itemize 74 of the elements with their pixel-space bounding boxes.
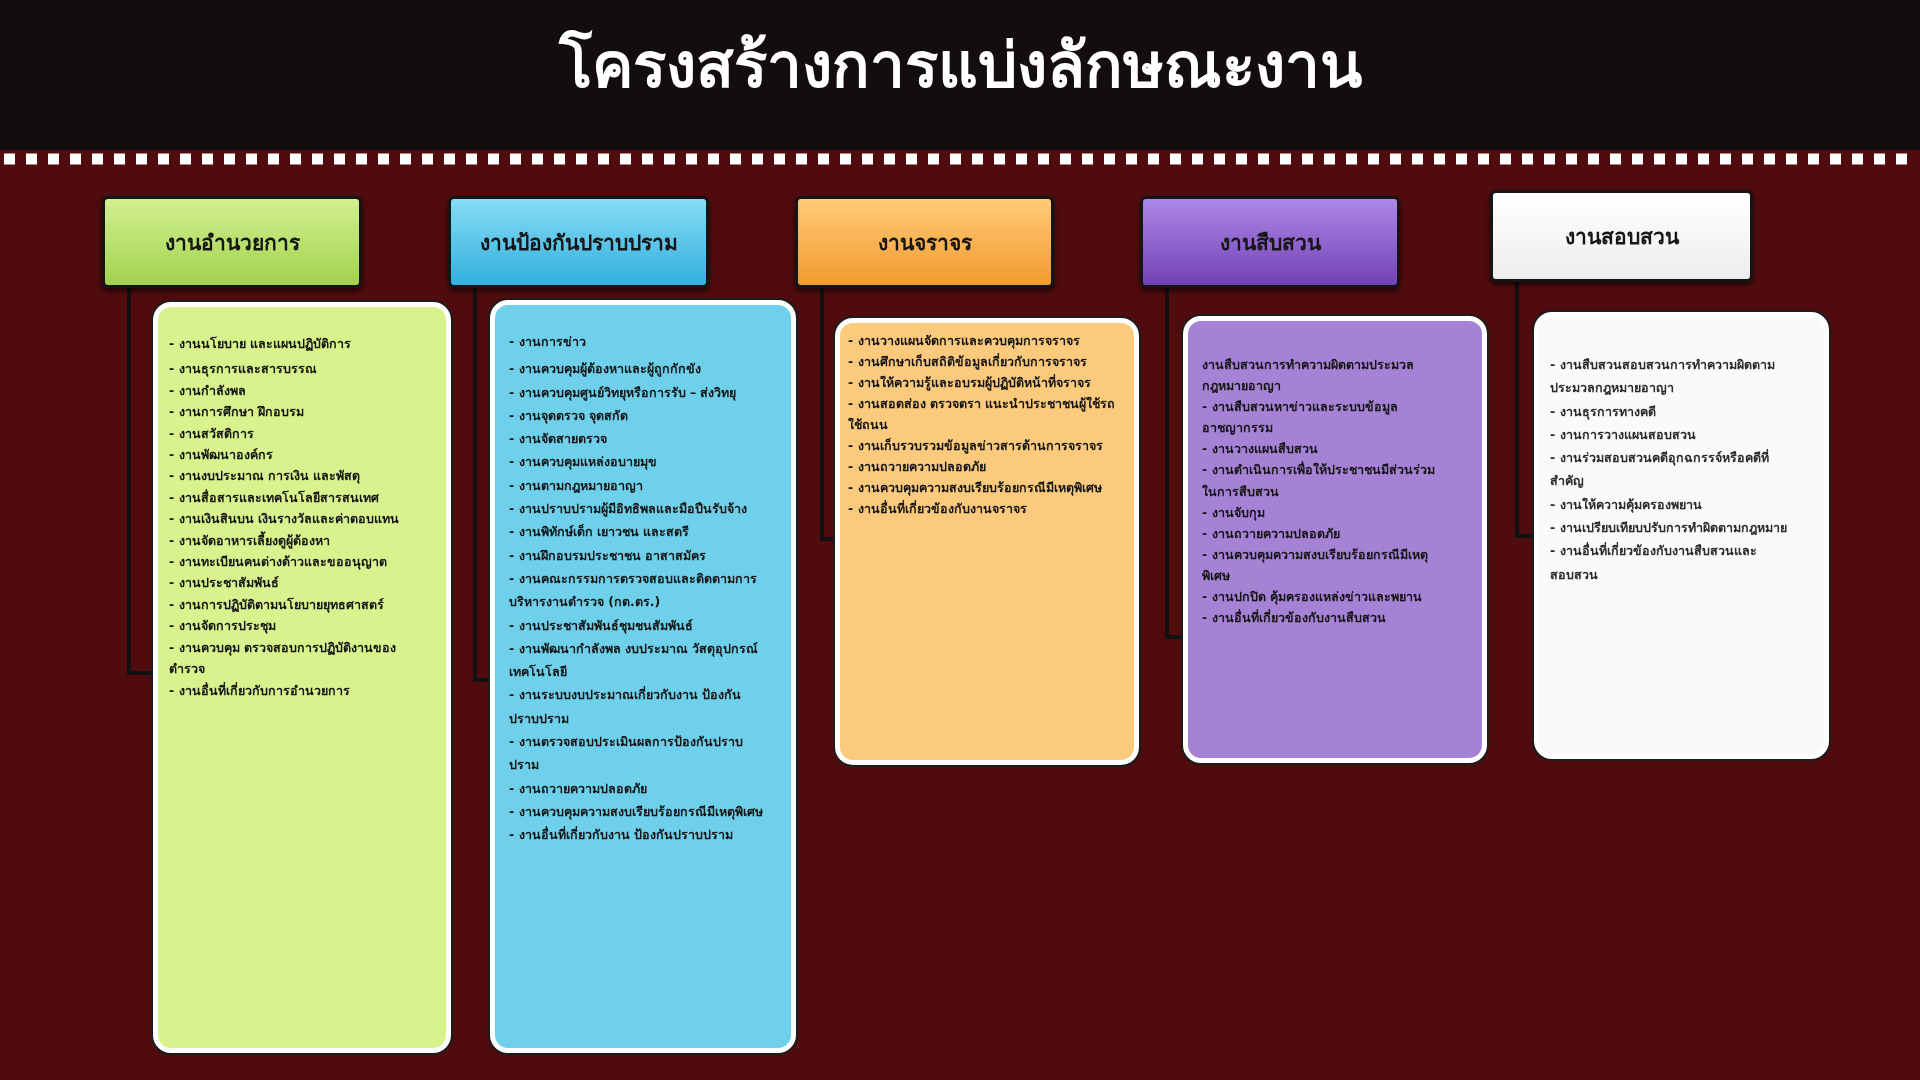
list-item: - งานอื่นที่เกี่ยวข้องกับงานจราจร — [848, 499, 1027, 518]
list-item: - งานจัดการประชุม — [169, 617, 276, 636]
list-item: - งานปกปิด คุ้มครองแหล่งข่าวและพยาน — [1202, 588, 1422, 607]
list-item: - งานพัฒนาองค์กร — [169, 446, 273, 465]
list-item: - งานคณะกรรมการตรวจสอบและติดตามการบริหารงานตำรวจ (กต.ตร.) — [509, 569, 758, 612]
list-item: - งานดำเนินการเพื่อให้ประชาชนมีส่วนร่วมในการสืบสวน — [1202, 460, 1436, 501]
task-list-panel — [1183, 316, 1487, 763]
list-item: - งานสืบสวนสอบสวนการทำความผิดตามประมวลกฎหมายอาญา — [1550, 356, 1776, 398]
category-header: งานป้องกันปราบปราม — [448, 196, 709, 288]
list-item: - งานควบคุม ตรวจสอบการปฏิบัติงานของตำรวจ — [169, 638, 397, 679]
list-item: - งานการข่าว — [509, 333, 586, 351]
list-item: - งานอื่นที่เกี่ยวกับการอำนวยการ — [169, 681, 350, 700]
list-item: - งานพัฒนากำลังพล งบประมาณ วัสดุอุปกรณ์เทคโนโลยี — [509, 639, 760, 682]
page-title: โครงสร้างการแบ่งลักษณะงาน — [558, 28, 1362, 104]
list-item: - งานถวายความปลอดภัย — [509, 779, 647, 798]
list-item: - งานสืบสวนหาข่าวและระบบข้อมูลอาชญากรรม — [1202, 398, 1399, 438]
category-header: งานจราจร — [795, 196, 1054, 288]
list-item: - งานจับกุม — [1202, 503, 1265, 523]
list-item: งานสืบสวนการทำความผิดตามประมวลกฎหมายอาญา — [1202, 356, 1415, 396]
category-header: งานอำนวยการ — [102, 196, 362, 288]
list-item: - งานควบคุมความสงบเรียบร้อยกรณีมีเหตุพิเศษ — [1202, 545, 1429, 585]
list-item: - งานควบคุมแหล่งอบายมุข — [509, 453, 657, 472]
list-item: - งานวางแผนสืบสวน — [1202, 440, 1318, 459]
connector-line — [127, 288, 153, 675]
list-item: - งานนโยบาย และแผนปฏิบัติการ — [169, 335, 351, 353]
list-item: - งานระบบงบประมาณเกี่ยวกับงาน ป้องกันปราบปราม — [509, 685, 742, 728]
connector-line — [820, 288, 835, 541]
list-item: - งานตรวจสอบประเมินผลการป้องกันปราบปราม — [509, 733, 744, 775]
list-item: - งานพิทักษ์เด็ก เยาวชน และสตรี — [509, 523, 690, 542]
list-item: - งานควบคุมผู้ต้องหาและผู้ถูกกักขัง — [509, 360, 701, 379]
list-item: - งานจุดตรวจ จุดสกัด — [509, 406, 628, 426]
list-item: - งานควบคุมศูนย์วิทยุหรือการรับ – ส่งวิทยุ — [509, 383, 737, 403]
task-list-panel — [153, 302, 451, 1053]
category-header: งานสอบสวน — [1490, 190, 1753, 282]
category-header: งานสืบสวน — [1140, 196, 1400, 288]
connector-line — [1515, 282, 1534, 538]
list-item: - งานสื่อสารและเทคโนโลยีสารสนเทศ — [169, 488, 379, 507]
list-item: - งานสวัสดิการ — [169, 424, 254, 443]
list-item: - งานศึกษาเก็บสถิติข้อมูลเกี่ยวกับการจราจร — [848, 352, 1087, 372]
list-item: - งานถวายความปลอดภัย — [1202, 524, 1340, 543]
list-item: - งานทะเบียนคนต่างด้าวและขออนุญาต — [169, 553, 387, 572]
connector-line — [473, 288, 490, 682]
list-item: - งานจัดอาหารเลี้ยงดูผู้ต้องหา — [169, 530, 330, 551]
list-item: - งานเปรียบเทียบปรับการทำผิดตามกฎหมาย — [1550, 519, 1787, 538]
list-item: - งานให้ความคุ้มครองพยาน — [1550, 495, 1702, 515]
list-item: - งานอื่นที่เกี่ยวข้องกับงานสืบสวนและสอบสวน — [1550, 541, 1758, 584]
list-item: - งานธุรการและสารบรรณ — [169, 360, 317, 379]
list-item: - งานตามกฎหมายอาญา — [509, 476, 643, 495]
list-item: - งานกำลังพล — [169, 381, 246, 400]
list-item: - งานควบคุมความสงบเรียบร้อยกรณีมีเหตุพิเศษ — [509, 802, 763, 822]
list-item: - งานอื่นที่เกี่ยวข้องกับงานสืบสวน — [1202, 608, 1386, 628]
list-item: - งานการศึกษา ฝึกอบรม — [169, 403, 304, 422]
list-item: - งานสอดส่อง ตรวจตรา แนะนำประชาชนผู้ใช้รถใช้ถนน — [848, 395, 1117, 434]
list-item: - งานเก็บรวบรวมข้อมูลข่าวสารด้านการจราจร — [848, 437, 1103, 456]
task-list-panel — [490, 300, 796, 1053]
list-item: - งานการปฏิบัติตามนโยบายยุทธศาสตร์ — [169, 595, 384, 615]
list-item: - งานวางแผนจัดการและควบคุมการจราจร — [848, 332, 1080, 351]
list-item: - งานถวายความปลอดภัย — [848, 458, 986, 476]
list-item: - งานประชาสัมพันธ์ชุมชนสัมพันธ์ — [509, 616, 693, 636]
list-item: - งานงบประมาณ การเงิน และพัสดุ — [169, 467, 361, 486]
list-item: - งานให้ความรู้และอบรมผู้ปฏิบัติหน้าที่จราจร — [848, 373, 1091, 393]
list-item: - งานประชาสัมพันธ์ — [169, 574, 279, 593]
list-item: - งานการวางแผนสอบสวน — [1550, 425, 1696, 444]
list-item: - งานอื่นที่เกี่ยวกับงาน ป้องกันปราบปราม — [509, 825, 733, 845]
connector-line — [1165, 288, 1183, 639]
list-item: - งานเงินสินบน เงินรางวัลและค่าตอบแทน — [169, 510, 399, 529]
list-item: - งานร่วมสอบสวนคดีอุกฉกรรจ์หรือคดีที่สำคัญ — [1550, 448, 1770, 491]
list-item: - งานปราบปรามผู้มีอิทธิพลและมือปืนรับจ้าง — [509, 500, 747, 519]
list-item: - งานธุรการทางคดี — [1550, 402, 1656, 422]
list-item: - งานจัดสายตรวจ — [509, 430, 607, 449]
list-item: - งานฝึกอบรมประชาชน อาสาสมัคร — [509, 546, 706, 565]
list-item: - งานควบคุมความสงบเรียบร้อยกรณีมีเหตุพิเศษ — [848, 479, 1102, 498]
task-list-panel — [835, 318, 1139, 765]
task-list-panel — [1534, 312, 1829, 759]
